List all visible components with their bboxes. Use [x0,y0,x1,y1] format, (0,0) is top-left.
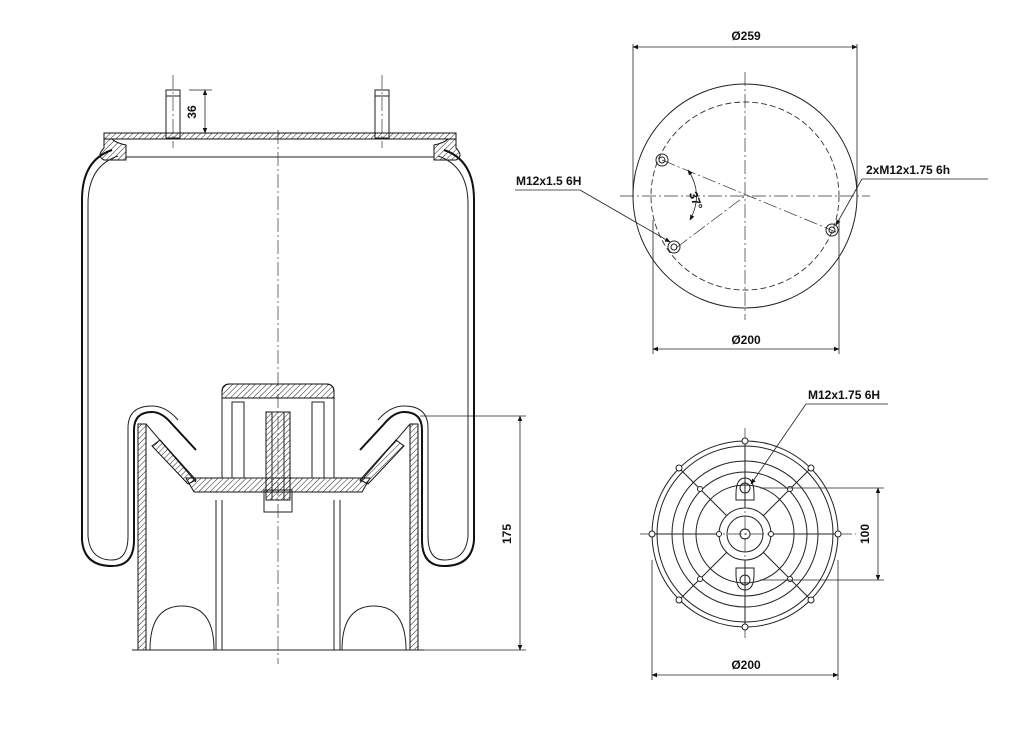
right-thread-label: 2xM12x1.75 6h [866,163,950,177]
dim-piston-height: 175 [420,415,526,651]
leader-left-thread: M12x1.5 6H [515,174,671,243]
dim-piston-height-label: 175 [500,524,514,544]
bottom-view: M12x1.75 6H 100 Ø200 [640,388,888,680]
bumper [221,383,335,513]
boss-lower [735,567,755,591]
dim-stud-height-label: 36 [185,105,199,119]
dim-outer-diameter-label: Ø259 [731,29,761,43]
bottom-ribs [652,441,838,627]
top-hole-upper [655,153,669,167]
top-plate [99,132,461,161]
top-view: 37° Ø259 Ø200 M12x1.5 6H 2xM12x1.75 6h [515,29,988,354]
top-hole-right [825,223,839,237]
dim-inner-diameter-label: Ø200 [731,333,761,347]
left-thread-label: M12x1.5 6H [516,174,581,188]
top-angle-label: 37° [686,190,705,212]
boss-upper [735,477,755,501]
leader-right-thread: 2xM12x1.75 6h [835,163,988,226]
dim-bottom-diameter: Ø200 [651,560,839,680]
dim-hole-spacing: 100 [760,487,884,581]
dim-outer-diameter: Ø259 [632,29,858,196]
leader-bottom-thread: M12x1.75 6H [750,388,888,485]
dim-inner-diameter: Ø200 [652,220,840,354]
bellows-outline [81,149,475,568]
dim-bottom-diameter-label: Ø200 [731,658,761,672]
bottom-thread-label: M12x1.75 6H [808,388,880,402]
dim-hole-spacing-label: 100 [858,524,872,544]
top-hole-lower [667,240,681,254]
piston [132,423,424,651]
side-view: 36 175 [81,75,526,664]
dim-stud-height: 36 [185,89,212,134]
